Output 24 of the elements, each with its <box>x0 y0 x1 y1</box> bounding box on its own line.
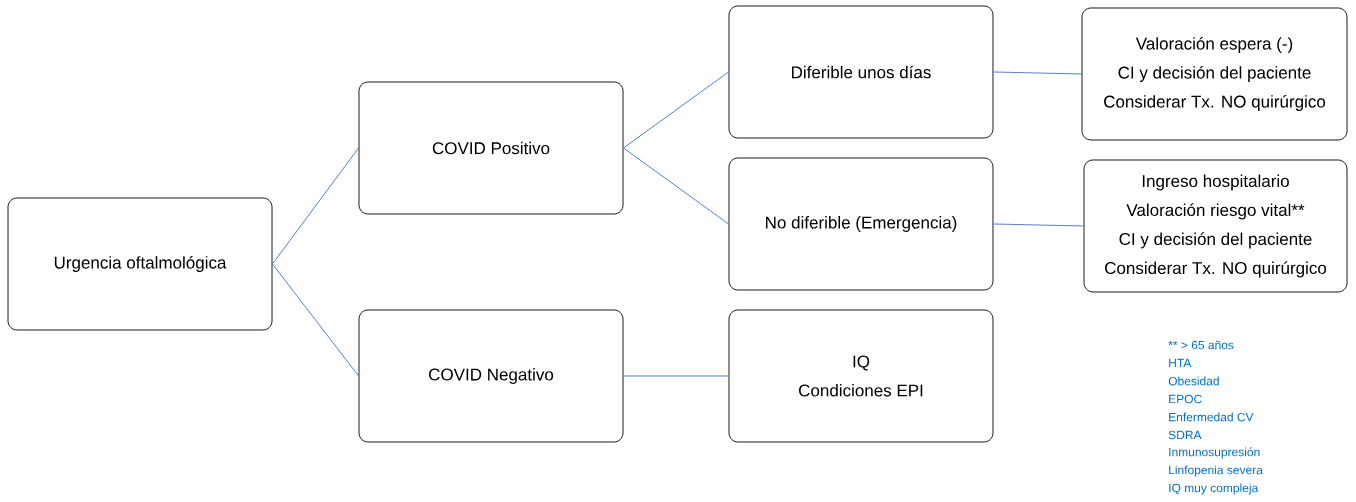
note-text: ** > 65 años <box>1168 340 1234 350</box>
note-text: HTA <box>1169 358 1192 368</box>
note-text: EPOC <box>1169 394 1202 404</box>
process-box: IQ Condiciones EPI <box>728 309 994 443</box>
note-text: Linfopenia severa <box>1169 465 1263 477</box>
process-box: COVID Negativo <box>358 309 624 443</box>
process-box: Valoración espera (-) CI y decisión del paciente Considerar Tx. NO quirúrgico <box>1081 7 1348 141</box>
note-text: Inmunosupresión <box>1169 447 1260 459</box>
note-text: IQ muy compleja <box>1169 483 1259 495</box>
process-box: COVID Positivo <box>358 81 624 215</box>
process-box: Urgencia oftalmológica <box>7 197 273 331</box>
connector-line <box>993 223 1084 227</box>
note-text: Enfermedad CV <box>1169 412 1254 422</box>
note-text: Obesidad <box>1168 376 1219 386</box>
process-box: No diferible (Emergencia) <box>728 157 994 291</box>
connector-line <box>272 263 359 377</box>
process-box: Ingreso hospitalario Valoración riesgo vital** CI y decisión del paciente Considerar Tx. NO quirúrgico <box>1083 159 1348 293</box>
connector-line <box>993 71 1082 75</box>
connector-line <box>623 147 729 225</box>
process-box: Diferible unos días <box>728 5 994 139</box>
connector-line <box>623 71 729 149</box>
connector-line <box>272 147 359 265</box>
connector-line <box>623 375 729 377</box>
note-text: SDRA <box>1168 430 1202 440</box>
